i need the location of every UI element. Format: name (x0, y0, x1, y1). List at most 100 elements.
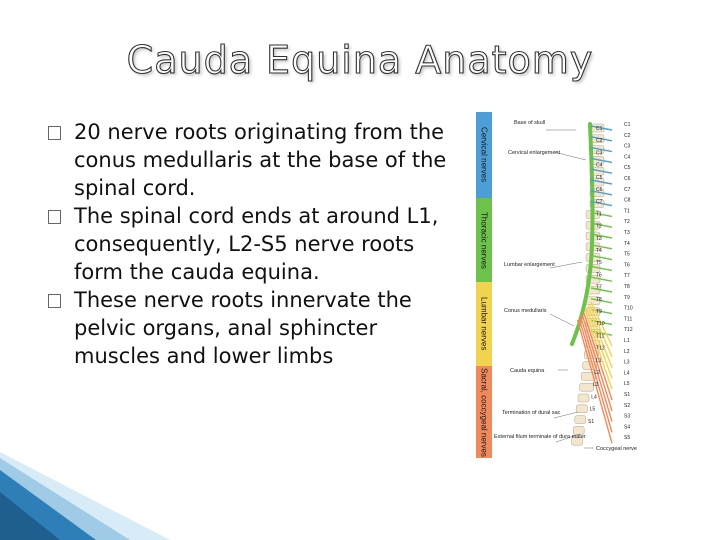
inner-level-label: T5 (596, 260, 602, 266)
inner-level-label: T8 (596, 297, 602, 303)
right-level-label: T12 (624, 327, 633, 333)
label-filum-terminale: External filum terminale of dura mater (494, 434, 586, 440)
nerve-root (590, 136, 613, 142)
deco-stripe-darkest (0, 492, 60, 540)
label-dural-sac: Termination of dural sac (502, 410, 561, 416)
right-level-label: T11 (624, 316, 632, 322)
bullet-list: 20 nerve roots originating from the conu… (48, 118, 448, 370)
right-level-label: S5 (624, 435, 630, 441)
right-level-label: T8 (624, 284, 630, 290)
bullet-box-icon (48, 126, 61, 140)
nerve-region-bands: Cervical nerves Thoracic nerves Lumbar n… (476, 112, 492, 458)
right-level-label: S4 (624, 424, 630, 430)
inner-level-label: T11 (596, 333, 604, 339)
spine-illustration: C1C2C3C4C5C6C7T1T2T3T4T5T6T7T8T9T10T11T1… (494, 120, 637, 452)
right-level-label: C3 (624, 144, 631, 150)
nerve-root (582, 311, 613, 401)
inner-level-label: C5 (596, 175, 603, 181)
nerve-root (590, 265, 613, 272)
band-cervical: Cervical nerves (476, 112, 492, 198)
figure-annotations (546, 129, 594, 449)
nerve-root (590, 244, 613, 250)
nerve-root (590, 254, 613, 261)
nerve-root (590, 168, 613, 174)
right-level-label: T10 (624, 306, 633, 312)
inner-level-label: T10 (596, 321, 605, 327)
nerve-root (590, 287, 613, 293)
right-level-label: T4 (624, 241, 630, 247)
inner-level-label: C2 (596, 138, 603, 144)
bullet-text: 20 nerve roots originating from the conu… (74, 120, 447, 200)
nerve-root (590, 233, 613, 239)
vertebra (576, 404, 588, 414)
right-level-label: C5 (624, 165, 631, 171)
right-level-label: L2 (624, 349, 630, 355)
right-level-label: T9 (624, 295, 630, 301)
right-level-label: T2 (624, 219, 630, 225)
band-lumbar: Lumbar nerves (476, 282, 492, 366)
label-cervical-enlargement: Cervical enlargement (508, 150, 560, 156)
bullet-item: The spinal cord ends at around L1, conse… (48, 202, 448, 286)
band-thoracic-label: Thoracic nerves (479, 211, 489, 269)
inner-level-label: T2 (596, 224, 602, 230)
inner-level-label: L5 (590, 407, 596, 413)
nerve-root (590, 298, 613, 304)
nerve-root (588, 303, 613, 358)
nerve-root (587, 305, 613, 368)
right-level-labels: C1C2C3C4C5C6C7C8T1T2T3T4T5T6T7T8T9T10T11… (624, 122, 633, 441)
nerve-root (579, 315, 613, 422)
bullet-text: These nerve roots innervate the pelvic o… (74, 288, 412, 368)
right-level-label: C2 (624, 133, 631, 139)
inner-level-label: S1 (588, 419, 594, 425)
slide-title: Cauda Equina Anatomy (126, 37, 594, 82)
vertebra (579, 382, 594, 392)
inner-level-label: L4 (591, 394, 597, 400)
inner-level-label: L1 (596, 358, 602, 364)
inner-level-label: C6 (596, 187, 603, 193)
bullet-text: The spinal cord ends at around L1, conse… (74, 204, 439, 284)
inner-level-label: C7 (596, 199, 603, 205)
bullet-box-icon (48, 294, 61, 308)
nerve-root (590, 276, 613, 282)
nerve-root (585, 307, 613, 379)
inner-level-label: T7 (596, 285, 602, 291)
band-sacral: Sacral, coccygeal nerves (476, 366, 492, 458)
label-coccygeal-nerve: Coccygeal nerve (596, 446, 637, 452)
bullet-item: These nerve roots innervate the pelvic o… (48, 286, 448, 370)
right-level-label: C7 (624, 187, 631, 193)
label-base-of-skull: Base of skull (514, 120, 545, 126)
nerve-root (590, 179, 613, 185)
nerve-root (590, 222, 613, 228)
inner-level-label: T9 (596, 309, 602, 315)
nerve-root (584, 309, 613, 390)
decorative-stripes (0, 452, 170, 540)
vertebra (574, 415, 587, 424)
nerve-root (578, 317, 613, 433)
right-level-label: C6 (624, 176, 631, 182)
band-sacral-label: Sacral, coccygeal nerves (479, 367, 489, 457)
inner-level-label: T3 (596, 236, 602, 242)
right-level-label: T3 (624, 230, 630, 236)
right-level-label: S1 (624, 392, 630, 398)
inner-level-label: T6 (596, 272, 602, 278)
right-level-label: T6 (624, 262, 630, 268)
right-level-label: T7 (624, 273, 630, 279)
right-level-label: C4 (624, 154, 631, 160)
nerve-root (576, 319, 613, 444)
right-level-label: T1 (624, 208, 630, 214)
nerve-root (590, 190, 613, 196)
nerve-root (590, 157, 613, 164)
right-level-label: T5 (624, 252, 630, 258)
right-level-label: C1 (624, 122, 631, 128)
inner-level-label: C4 (596, 163, 603, 169)
inner-level-label: C3 (596, 150, 603, 156)
nerve-root (590, 301, 613, 347)
nerve-root (590, 211, 613, 218)
band-cervical-label: Cervical nerves (479, 127, 489, 183)
right-level-label: L5 (624, 381, 630, 387)
bullet-item: 20 nerve roots originating from the conu… (48, 118, 448, 202)
nerve-root (581, 313, 613, 412)
nerve-root (590, 200, 613, 207)
right-level-label: C8 (624, 198, 631, 204)
